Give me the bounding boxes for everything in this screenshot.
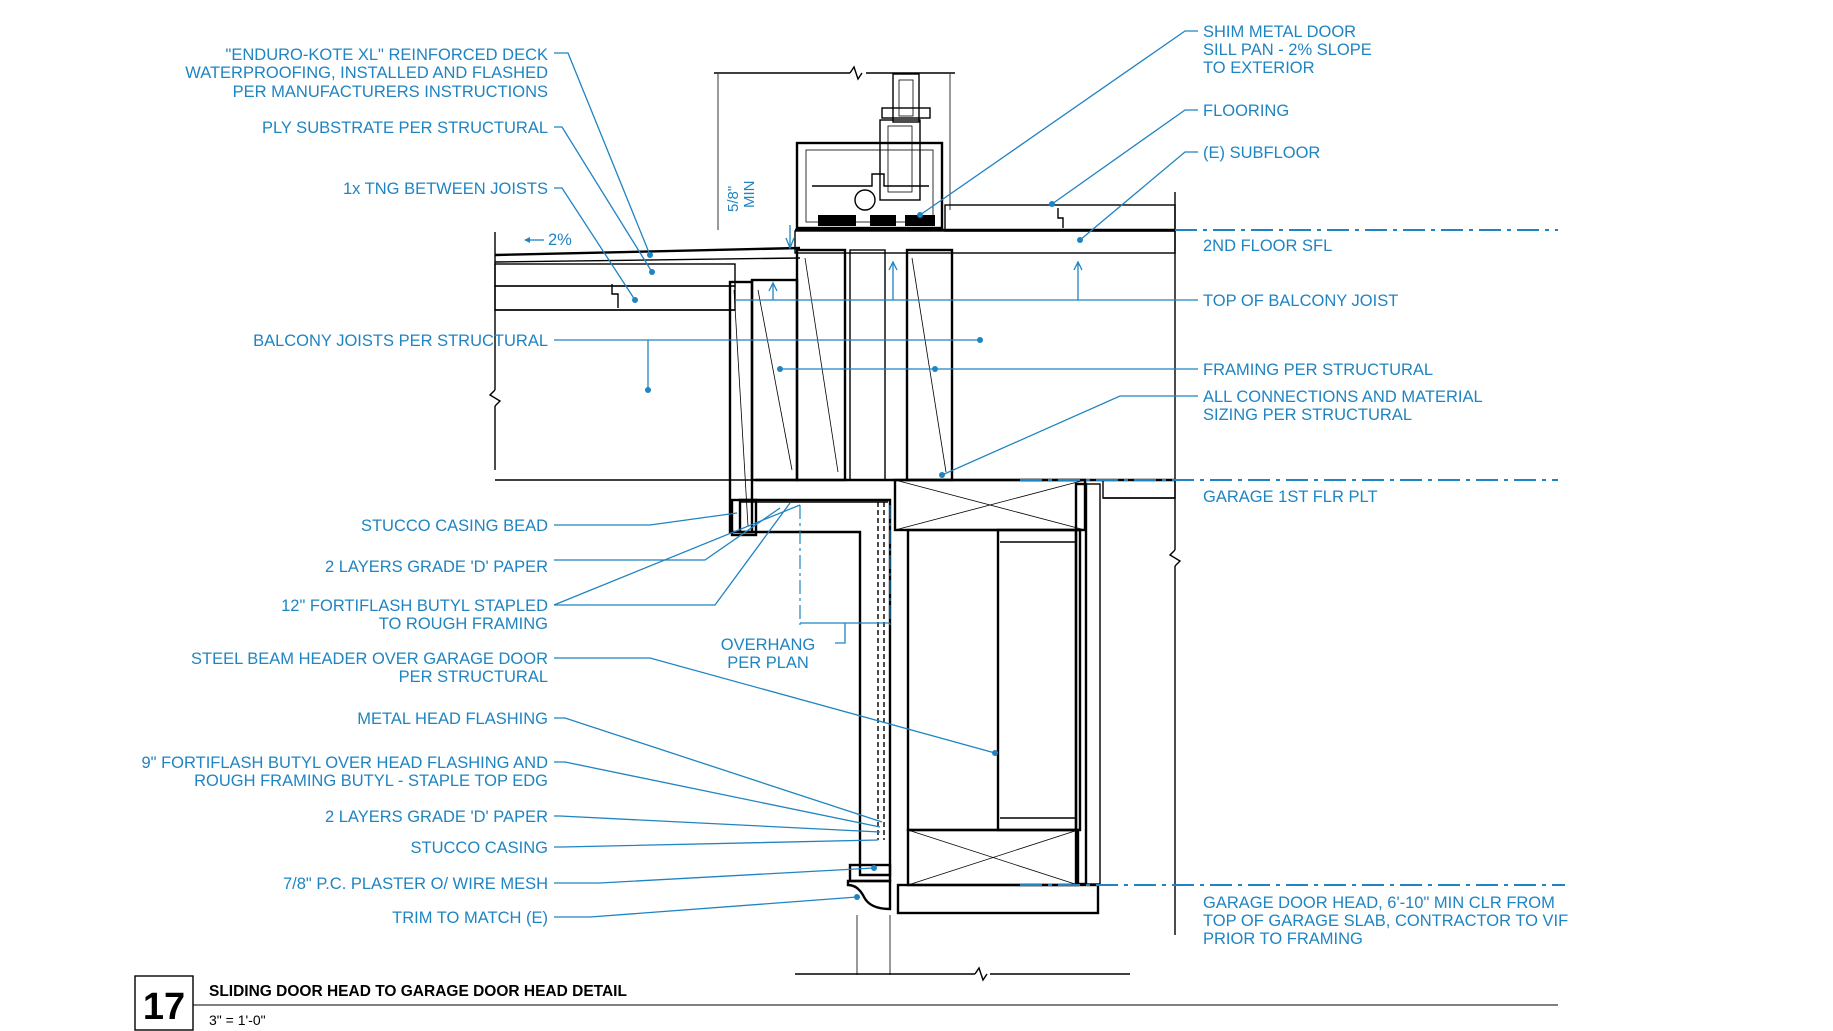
label-connections-2: SIZING PER STRUCTURAL bbox=[1203, 406, 1412, 424]
door-sill-profile bbox=[795, 73, 944, 230]
min-dimension: 5/8" MIN bbox=[725, 181, 795, 250]
slope-indicator: 2% bbox=[524, 231, 572, 249]
label-metal-head-flashing: METAL HEAD FLASHING bbox=[357, 710, 548, 728]
label-garage-plt: GARAGE 1ST FLR PLT bbox=[1203, 488, 1378, 506]
label-balcony-joist-top: TOP OF BALCONY JOIST bbox=[1203, 292, 1398, 310]
label-enduro-kote-2: WATERPROOFING, INSTALLED AND FLASHED bbox=[185, 64, 548, 82]
detail-number-box bbox=[134, 975, 194, 1031]
label-shim-sill-pan-1: SHIM METAL DOOR bbox=[1203, 23, 1356, 41]
detail-scale: 3" = 1'-0" bbox=[209, 1012, 266, 1028]
detail-title: SLIDING DOOR HEAD TO GARAGE DOOR HEAD DE… bbox=[209, 983, 627, 1000]
label-tng: 1x TNG BETWEEN JOISTS bbox=[343, 180, 548, 198]
label-overhang-2: PER PLAN bbox=[727, 654, 809, 672]
slope-label: 2% bbox=[548, 231, 572, 249]
right-labels: SHIM METAL DOOR SILL PAN - 2% SLOPE TO E… bbox=[1203, 23, 1568, 948]
right-leader-lines bbox=[735, 30, 1198, 478]
label-steel-beam-1: STEEL BEAM HEADER OVER GARAGE DOOR bbox=[191, 650, 548, 668]
dim-label-line-1: 5/8" bbox=[725, 186, 742, 212]
assembly-linework bbox=[488, 65, 1182, 982]
label-steel-beam-2: PER STRUCTURAL bbox=[399, 668, 548, 686]
label-shim-sill-pan-3: TO EXTERIOR bbox=[1203, 59, 1315, 77]
label-fortiflash-9-1: 9" FORTIFLASH BUTYL OVER HEAD FLASHING A… bbox=[141, 754, 548, 772]
label-pc-plaster: 7/8" P.C. PLASTER O/ WIRE MESH bbox=[283, 875, 548, 893]
datum-lines bbox=[799, 229, 1565, 886]
label-floor-sfl: 2ND FLOOR SFL bbox=[1203, 237, 1332, 255]
label-enduro-kote-1: "ENDURO-KOTE XL" REINFORCED DECK bbox=[226, 46, 549, 64]
label-garage-door-head-1: GARAGE DOOR HEAD, 6'-10" MIN CLR FROM bbox=[1203, 894, 1555, 912]
label-framing: FRAMING PER STRUCTURAL bbox=[1203, 361, 1433, 379]
label-flooring: FLOORING bbox=[1203, 102, 1289, 120]
detail-number: 17 bbox=[143, 986, 185, 1028]
label-stucco-casing: STUCCO CASING bbox=[410, 839, 548, 857]
label-fortiflash-12-2: TO ROUGH FRAMING bbox=[379, 615, 548, 633]
overhang-note: OVERHANG PER PLAN bbox=[721, 636, 815, 672]
label-connections-1: ALL CONNECTIONS AND MATERIAL bbox=[1203, 388, 1483, 406]
label-ply-substrate: PLY SUBSTRATE PER STRUCTURAL bbox=[262, 119, 548, 137]
label-fortiflash-12-1: 12" FORTIFLASH BUTYL STAPLED bbox=[281, 597, 548, 615]
dim-label-line-2: MIN bbox=[741, 181, 758, 209]
label-trim: TRIM TO MATCH (E) bbox=[392, 909, 548, 927]
label-garage-door-head-3: PRIOR TO FRAMING bbox=[1203, 930, 1363, 948]
label-balcony-joists: BALCONY JOISTS PER STRUCTURAL bbox=[253, 332, 548, 350]
label-fortiflash-9-2: ROUGH FRAMING BUTYL - STAPLE TOP EDG bbox=[194, 772, 548, 790]
label-subfloor: (E) SUBFLOOR bbox=[1203, 144, 1320, 162]
label-stucco-casing-bead: STUCCO CASING BEAD bbox=[361, 517, 548, 535]
left-leader-lines bbox=[553, 52, 998, 918]
label-enduro-kote-3: PER MANUFACTURERS INSTRUCTIONS bbox=[233, 83, 548, 101]
left-labels: "ENDURO-KOTE XL" REINFORCED DECK WATERPR… bbox=[141, 46, 548, 927]
title-block: 17 SLIDING DOOR HEAD TO GARAGE DOOR HEAD… bbox=[134, 975, 1558, 1031]
label-overhang-1: OVERHANG bbox=[721, 636, 815, 654]
label-grade-d-paper-2: 2 LAYERS GRADE 'D' PAPER bbox=[325, 808, 548, 826]
label-grade-d-paper-1: 2 LAYERS GRADE 'D' PAPER bbox=[325, 558, 548, 576]
label-shim-sill-pan-2: SILL PAN - 2% SLOPE bbox=[1203, 41, 1372, 59]
label-garage-door-head-2: TOP OF GARAGE SLAB, CONTRACTOR TO VIF bbox=[1203, 912, 1568, 930]
